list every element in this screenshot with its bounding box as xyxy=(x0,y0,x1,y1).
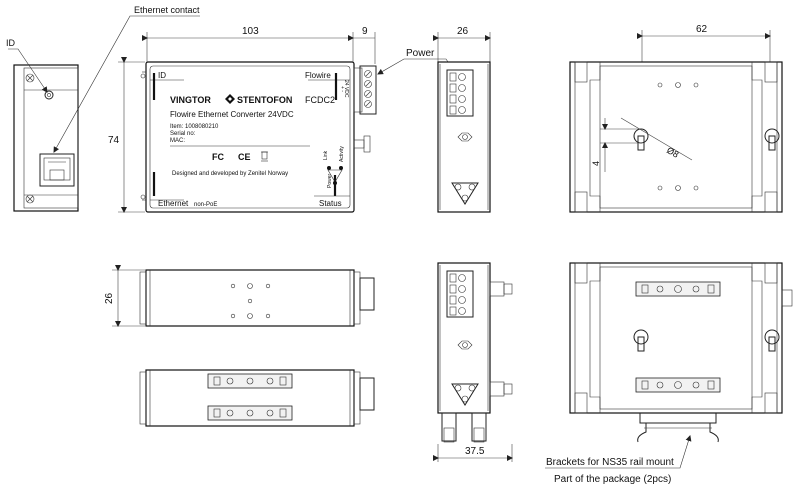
callout-ethernet-contact: Ethernet contact xyxy=(53,5,200,153)
label-status: Status xyxy=(319,199,342,208)
led-power-label: Power xyxy=(327,173,333,188)
led-activity-label: Activity xyxy=(339,146,345,162)
end-view-ethernet xyxy=(13,64,79,212)
brand-stentofon: STENTOFON xyxy=(237,95,292,105)
back-view-bottom xyxy=(569,262,793,443)
model-name: FCDC2 xyxy=(305,95,335,105)
front-view: 103 9 74 ID Flowire VINGTOR xyxy=(108,26,377,213)
dim-37-5: 37.5 xyxy=(465,446,485,457)
dim-26-top: 26 xyxy=(457,26,469,37)
weee-bin-icon xyxy=(261,151,268,162)
serial-number: Serial no: xyxy=(170,131,196,137)
bottom-view xyxy=(139,369,375,427)
polarity-label: + - xyxy=(339,86,345,92)
dim-26-side: 26 xyxy=(104,292,115,304)
ce-icon: CE xyxy=(238,152,251,162)
label-flowire: Flowire xyxy=(305,71,331,80)
callout-ethernet-contact-text: Ethernet contact xyxy=(134,5,200,15)
dim-103: 103 xyxy=(242,26,259,37)
product-name: Flowire Ethernet Converter 24VDC xyxy=(170,110,294,119)
dim-4: 4 xyxy=(591,161,601,166)
led-indicators: Link Activity Power xyxy=(323,146,345,188)
led-link-label: Link xyxy=(323,150,329,160)
callout-id: ID xyxy=(6,38,48,93)
designed-by: Designed and developed by Zenitel Norway xyxy=(172,171,288,177)
callout-brackets-line1: Brackets for NS35 rail mount xyxy=(546,457,674,468)
side-view-bottom: 37.5 xyxy=(433,262,513,462)
callout-brackets-line2: Part of the package (2pcs) xyxy=(554,474,671,485)
dim-62: 62 xyxy=(696,24,708,35)
callout-id-text: ID xyxy=(6,38,16,48)
fcc-icon: FC xyxy=(212,152,224,162)
label-non-poe: non-PoE xyxy=(194,202,217,208)
item-number: Item: 1008080210 xyxy=(170,124,219,130)
brand-vingtor: VINGTOR xyxy=(170,95,211,105)
back-view-top: 62 4 Ø8 xyxy=(569,24,783,213)
dim-74: 74 xyxy=(108,135,120,146)
side-view-top: 26 xyxy=(433,26,491,213)
label-ethernet: Ethernet xyxy=(158,199,189,208)
callout-brackets: Brackets for NS35 rail mount Part of the… xyxy=(545,435,692,485)
dim-9: 9 xyxy=(362,26,368,37)
callout-power-text: Power xyxy=(406,48,435,59)
voltage-label: 24 VDC xyxy=(343,80,349,98)
label-id: ID xyxy=(158,71,166,80)
brand-logo-icon xyxy=(225,94,235,104)
top-view: 26 xyxy=(104,265,375,327)
mac-address: MAC: xyxy=(170,138,185,144)
